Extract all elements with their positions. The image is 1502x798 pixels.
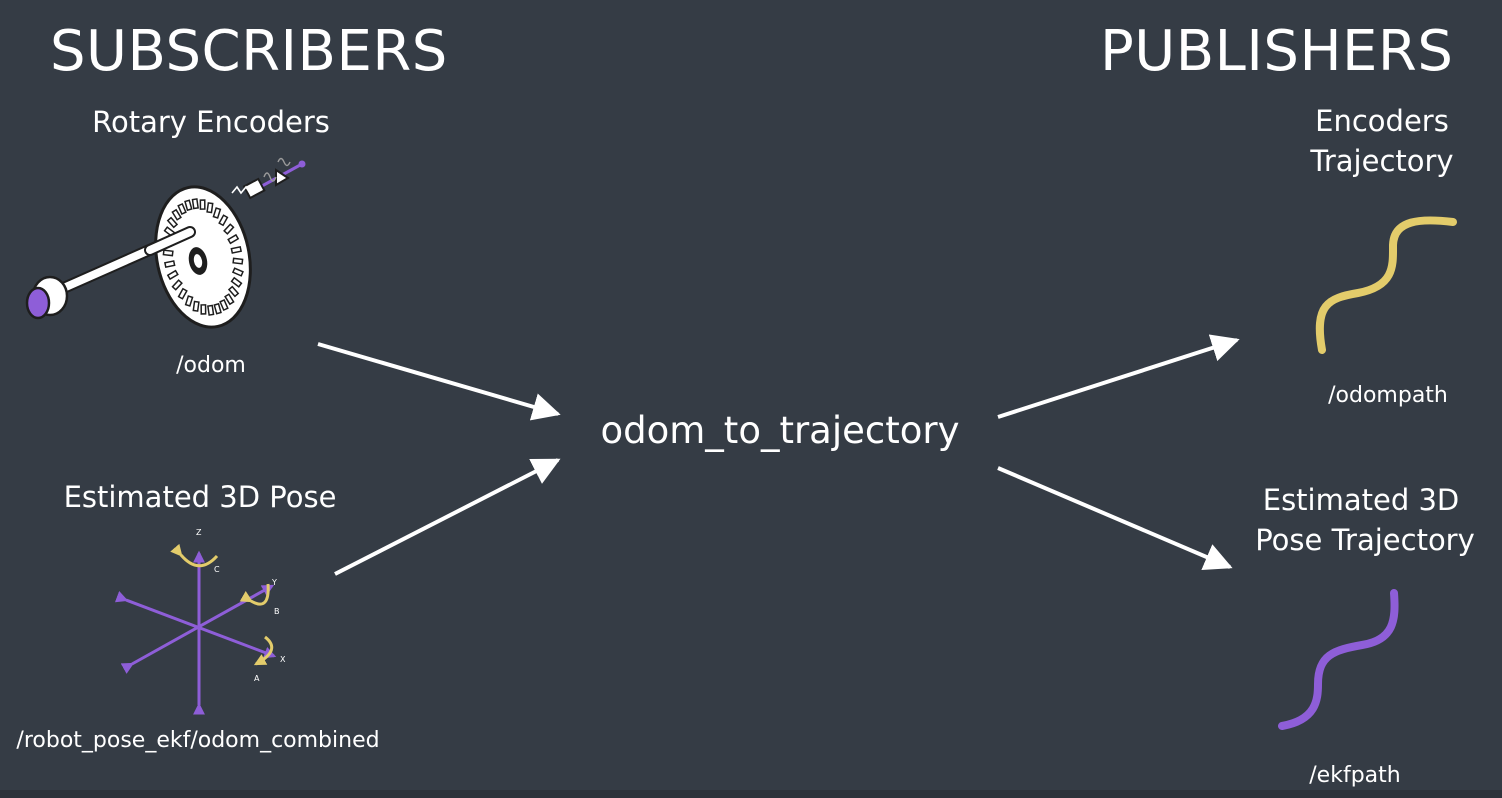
encoder-slot [213, 302, 222, 315]
axis-label-c: C [214, 565, 220, 574]
x-axis [114, 590, 277, 659]
encoder-slot [162, 249, 174, 257]
pose-trajectory-label-line1: Estimated 3D [1262, 483, 1460, 517]
rotation-b-arc [239, 583, 270, 606]
encoder-slot [207, 304, 215, 316]
publishers-heading: PUBLISHERS [1100, 19, 1454, 84]
encoder-slot [232, 257, 244, 265]
encoder-slot [227, 233, 240, 245]
encoder-slot [223, 223, 235, 235]
encoder-slot [230, 276, 243, 288]
bottom-strip [0, 790, 1502, 798]
encoder-slot [171, 208, 182, 221]
encoder-slot [218, 214, 229, 227]
encoder-slot [184, 295, 194, 307]
encoder-slot [171, 279, 183, 291]
arrow-pose-to-node [334, 458, 561, 576]
encoder-slot [163, 260, 176, 269]
arrow-odom-to-node [317, 342, 561, 421]
arrow-node-to-odompath [997, 334, 1240, 419]
axis-label-a: A [254, 674, 260, 683]
3d-axes-icon [114, 543, 277, 715]
encoder-slot [192, 300, 200, 312]
encoder-slot [199, 199, 206, 210]
odompath-topic: /odompath [1328, 383, 1448, 408]
y-axis [120, 584, 275, 674]
encoder-slot [212, 207, 222, 219]
yellow-path-icon [1315, 216, 1457, 354]
encoder-slot [230, 245, 243, 254]
encoder-slot [184, 199, 193, 212]
odom-topic: /odom [176, 353, 246, 378]
encoder-slot [166, 216, 179, 229]
rotary-encoder-icon [25, 157, 306, 329]
subscribers-heading: SUBSCRIBERS [50, 19, 448, 84]
node-name: odom_to_trajectory [600, 409, 960, 452]
encoder-slot [219, 299, 229, 312]
encoder-slot [231, 267, 244, 277]
purple-path-icon [1278, 589, 1399, 730]
axis-label-z: Z [196, 528, 202, 537]
axis-label-y: Y [272, 578, 277, 587]
encoder-slot [177, 287, 188, 300]
rotary-encoders-label: Rotary Encoders [92, 105, 330, 139]
encoders-trajectory-label-line2: Trajectory [1310, 144, 1454, 178]
axis-label-b: B [274, 607, 280, 616]
encoder-slot [227, 285, 240, 298]
odom-combined-topic: /robot_pose_ekf/odom_combined [16, 728, 380, 753]
encoder-slot [177, 202, 187, 215]
rotation-a-arc [253, 635, 274, 666]
encoder-slot [200, 304, 207, 315]
arrow-node-to-ekfpath [997, 466, 1233, 570]
encoder-slot [224, 293, 235, 306]
encoder-slot [206, 202, 214, 214]
encoders-trajectory-label-line1: Encoders [1315, 104, 1449, 138]
encoder-slot [166, 269, 179, 281]
encoder-slot [191, 198, 199, 210]
ekfpath-topic: /ekfpath [1309, 763, 1401, 788]
pose-trajectory-label-line2: Pose Trajectory [1255, 523, 1475, 557]
estimated-pose-label: Estimated 3D Pose [63, 480, 337, 514]
axis-label-x: X [280, 655, 286, 664]
rotation-c-arc [170, 543, 219, 568]
